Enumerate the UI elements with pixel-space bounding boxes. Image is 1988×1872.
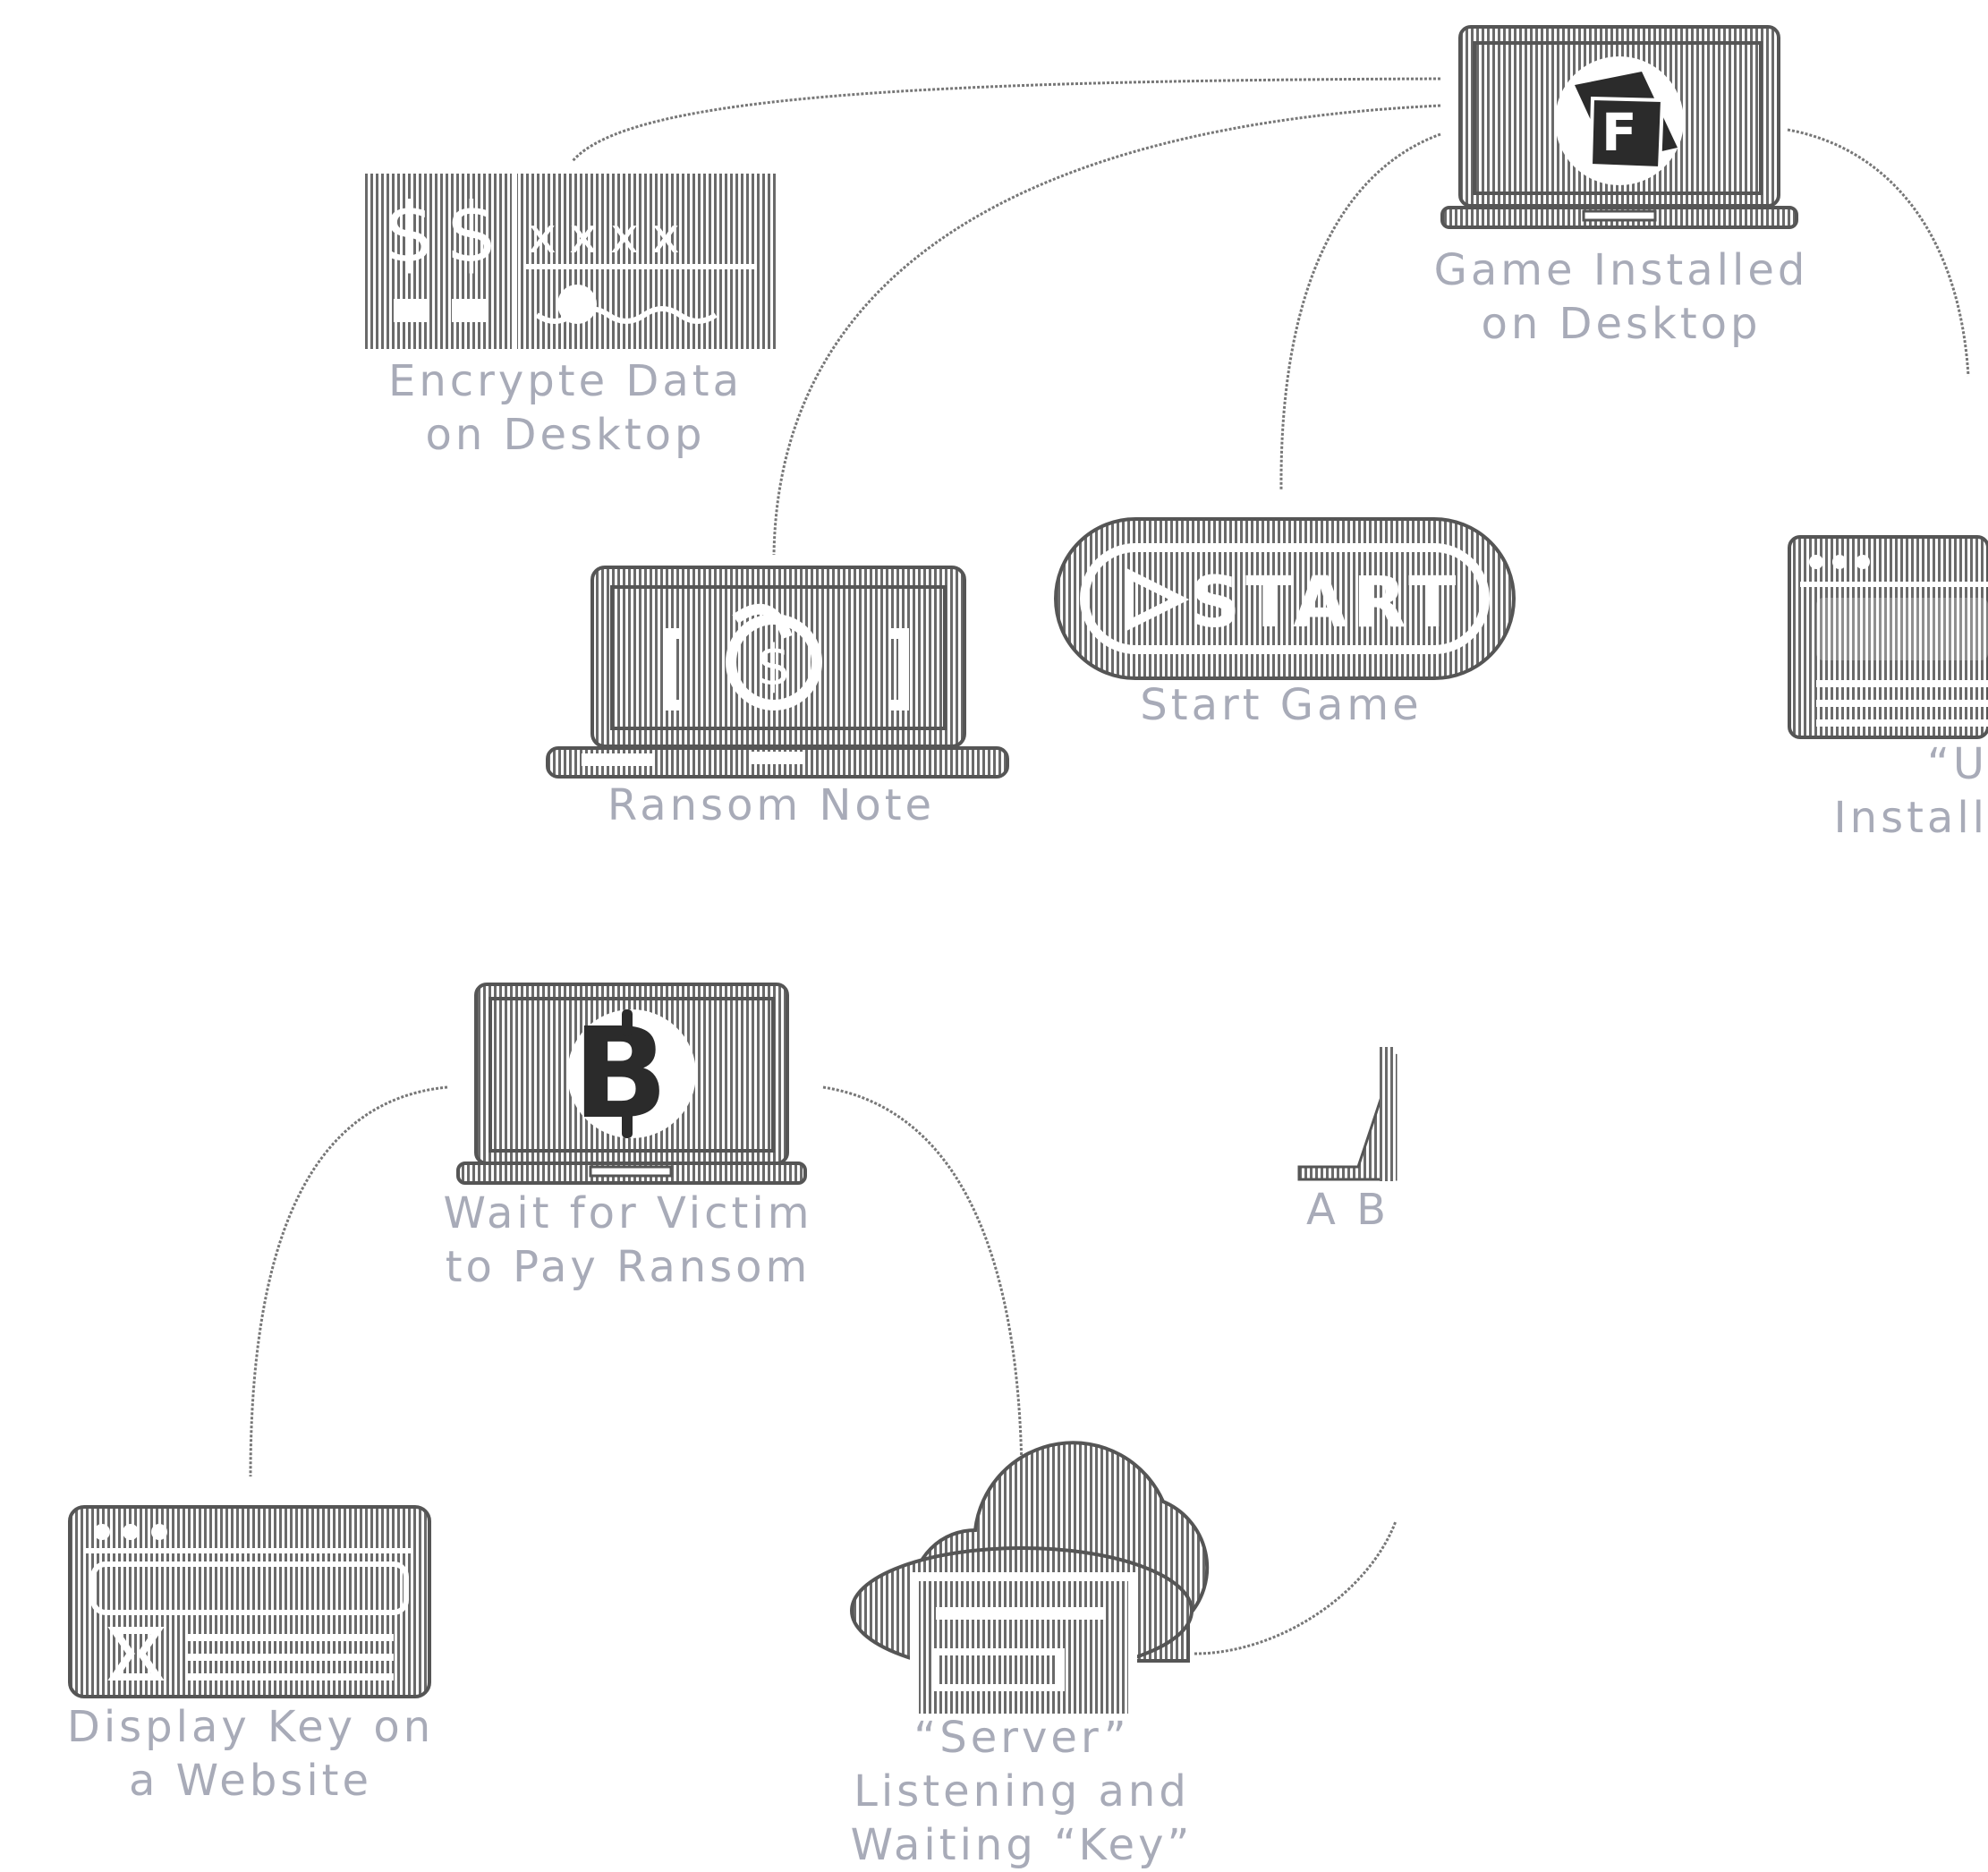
laptop-bitcoin-icon: B [456, 983, 807, 1185]
label-start-game: Start Game [1093, 678, 1469, 732]
label-partial-install: “U Install [1825, 737, 1988, 845]
connector-server-right [1194, 1520, 1398, 1655]
label-line: A B [1306, 1185, 1390, 1235]
partial-figure-icon [1297, 1047, 1398, 1181]
svg-text:F: F [1601, 102, 1637, 163]
browser-window-icon [1788, 535, 1988, 739]
label-ransom-note: Ransom Note [556, 779, 986, 832]
label-server: “Server” Listening and Waiting “Key” [834, 1711, 1210, 1872]
connector-game-start [1279, 132, 1441, 491]
svg-text:xxxx: xxxx [528, 208, 692, 264]
label-line: Display Key on [66, 1702, 435, 1752]
label-line: Game Installed [1433, 245, 1809, 295]
label-line: a Website [128, 1756, 372, 1806]
label-attacker-partial: A B [1306, 1183, 1396, 1237]
label-line: to Pay Ransom [445, 1242, 811, 1292]
label-line: Wait for Victim [443, 1188, 813, 1238]
start-button-icon: START [1054, 517, 1516, 680]
connector-game-ransom [772, 104, 1441, 556]
cloud-server-icon [850, 1441, 1210, 1723]
website-icon [68, 1505, 431, 1698]
label-line: Start Game [1140, 680, 1423, 730]
connector-wait-display [249, 1085, 448, 1477]
label-line: Encrypte Data [388, 356, 743, 406]
label-line: “Server” [913, 1713, 1130, 1763]
label-line: Waiting “Key” [850, 1820, 1194, 1870]
label-line: “U [1927, 739, 1988, 789]
encrypted-data-icon: $ $ xxxx [364, 174, 776, 349]
connector-game-install [1787, 128, 1970, 377]
label-line: Listening and [854, 1766, 1190, 1817]
label-line: Install [1833, 793, 1988, 843]
connector-game-encrypt [571, 77, 1441, 162]
start-button-text: START [1190, 563, 1461, 643]
laptop-ransom-icon: $ [546, 566, 1009, 779]
connector-wait-server [822, 1085, 1024, 1477]
label-line: on Desktop [425, 410, 706, 460]
label-line: Ransom Note [607, 780, 936, 830]
label-display-key: Display Key on a Website [54, 1700, 447, 1808]
svg-text:$: $ [756, 633, 791, 698]
label-wait-ransom: Wait for Victim to Pay Ransom [431, 1187, 825, 1294]
connectors [249, 77, 1970, 1655]
label-encrypt-data: Encrypte Data on Desktop [369, 354, 762, 462]
label-game-installed: Game Installed on Desktop [1424, 243, 1818, 351]
label-line: on Desktop [1481, 299, 1762, 349]
laptop-game-icon: F [1440, 25, 1798, 229]
svg-text:B: B [573, 1001, 668, 1147]
svg-text:$: $ [446, 185, 498, 281]
svg-text:$: $ [383, 185, 436, 281]
